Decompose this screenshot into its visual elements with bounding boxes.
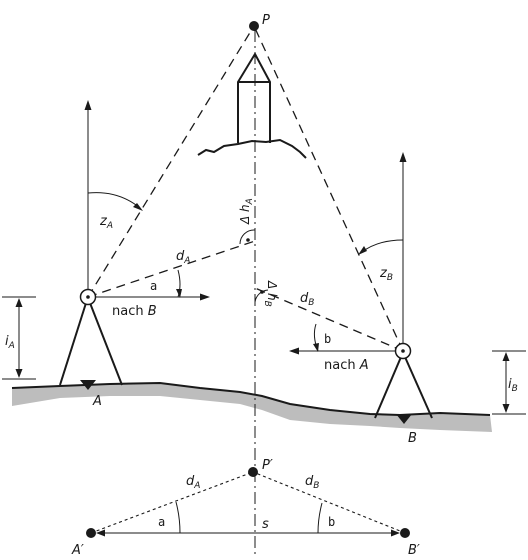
label-plan-da: dA [186,474,200,491]
tripod-a-leg-right [89,302,123,386]
station-b-marker-icon [396,414,412,424]
right-angle-b-dot [260,290,264,294]
zenith-arrow-b-icon [399,152,407,162]
tripod-b-leg-right [404,356,433,419]
label-a: a [150,279,157,293]
baseline-arrow-left-icon [96,529,105,537]
label-station-a: A [92,394,102,409]
plan-angle-arc-a [175,501,181,534]
label-plan-b: b [328,515,335,529]
baseline-arrow-right-icon [391,529,400,537]
sight-line-a-p [87,25,255,298]
height-ib-arrow-up-icon [502,352,510,361]
zenith-arc-a-arrow-icon [133,203,143,211]
distance-line-db [254,287,404,352]
label-nach-b: nach B [112,304,157,319]
right-angle-b [254,289,269,303]
plan-angle-arc-b [317,502,323,534]
direction-arrow-to-a-icon [289,347,299,355]
label-plan-a: a [158,515,165,529]
angle-arc-a-arrow-icon [176,289,182,298]
right-angle-a-dot [246,238,250,242]
right-angle-a [239,229,256,245]
label-ia: iA [5,334,15,351]
hill-outline [197,138,307,159]
label-b: b [324,332,331,346]
point-b-prime [400,528,410,538]
angle-arc-b-arrow-icon [313,343,319,352]
label-p: P [262,13,270,28]
height-ia-arrow-up-icon [15,298,23,307]
label-da: dA [176,249,190,266]
ground-left [12,383,492,432]
tripod-a-leg-left [59,302,87,386]
plan-line-a-p [90,471,254,534]
label-station-b: B [408,431,417,446]
zenith-arrow-a-icon [84,100,92,110]
label-db: dB [300,291,314,308]
instrument-b-center [401,349,405,353]
height-ib-arrow-down-icon [502,404,510,413]
label-a-prime: A′ [71,543,84,558]
label-b-prime: B′ [408,543,420,558]
label-plan-s: s [262,517,269,532]
height-ia-arrow-down-icon [15,369,23,378]
label-zb: zB [379,266,393,283]
label-nach-a: nach A [324,358,369,373]
instrument-a-center [86,295,90,299]
tower-building [237,51,271,143]
zenith-arc-b-arrow-icon [358,246,367,255]
label-delta-h-b: Δ hB [262,280,279,307]
label-plan-db: dB [305,474,319,491]
label-za: zA [99,214,113,231]
distance-line-da [87,240,256,298]
direction-arrow-to-b-icon [200,293,210,301]
label-delta-h-a: Δ hA [238,198,255,225]
sight-line-b-p [253,25,404,352]
tripod-b-leg-left [374,356,402,419]
zenith-arc-a [87,192,141,209]
point-a-prime [86,528,96,538]
label-ib: iB [508,377,518,394]
station-a-marker-icon [80,380,96,390]
zenith-arc-b [361,239,404,253]
label-p-prime: P′ [262,458,273,473]
angle-arc-a [177,269,181,298]
